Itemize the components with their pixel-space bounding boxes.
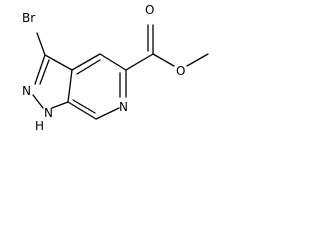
bond-oester-methyl: [186, 53, 209, 67]
structure-canvas: Br N N H N O O: [0, 0, 216, 140]
atom-n1: N: [44, 106, 53, 120]
bond-carbonyl-oester: [152, 53, 175, 67]
bond-c3a-c7a: [67, 69, 73, 103]
bond-layer: [32, 24, 209, 120]
bond-c7-c7a-inner: [72, 99, 96, 114]
atom-h1: H: [35, 119, 44, 133]
atom-o-carbonyl: O: [145, 3, 154, 17]
bond-c3a-c4-inner: [76, 59, 101, 75]
bond-c3-n2: [34, 54, 46, 85]
atom-o-ester: O: [176, 64, 185, 78]
bond-n2-n1: [32, 94, 44, 109]
atom-br: Br: [22, 11, 35, 25]
atom-n2: N: [22, 84, 31, 98]
bond-c3-c3a: [44, 54, 73, 71]
atom-n6: N: [119, 100, 128, 114]
bond-c4-c5: [99, 53, 127, 71]
bond-c3a-c4: [71, 53, 101, 71]
bond-c7-c7a: [67, 101, 97, 120]
molecule-drawing: Br N N H N O O: [22, 3, 209, 133]
bond-n6-c7: [95, 107, 120, 120]
bond-c5-carbonyl: [125, 53, 154, 71]
bond-n1-c7a: [51, 101, 69, 109]
bond-c3-br: [36, 32, 46, 56]
atom-label-layer: Br N N H N O O: [22, 3, 185, 133]
bond-c3-n2-inner: [39, 59, 50, 85]
